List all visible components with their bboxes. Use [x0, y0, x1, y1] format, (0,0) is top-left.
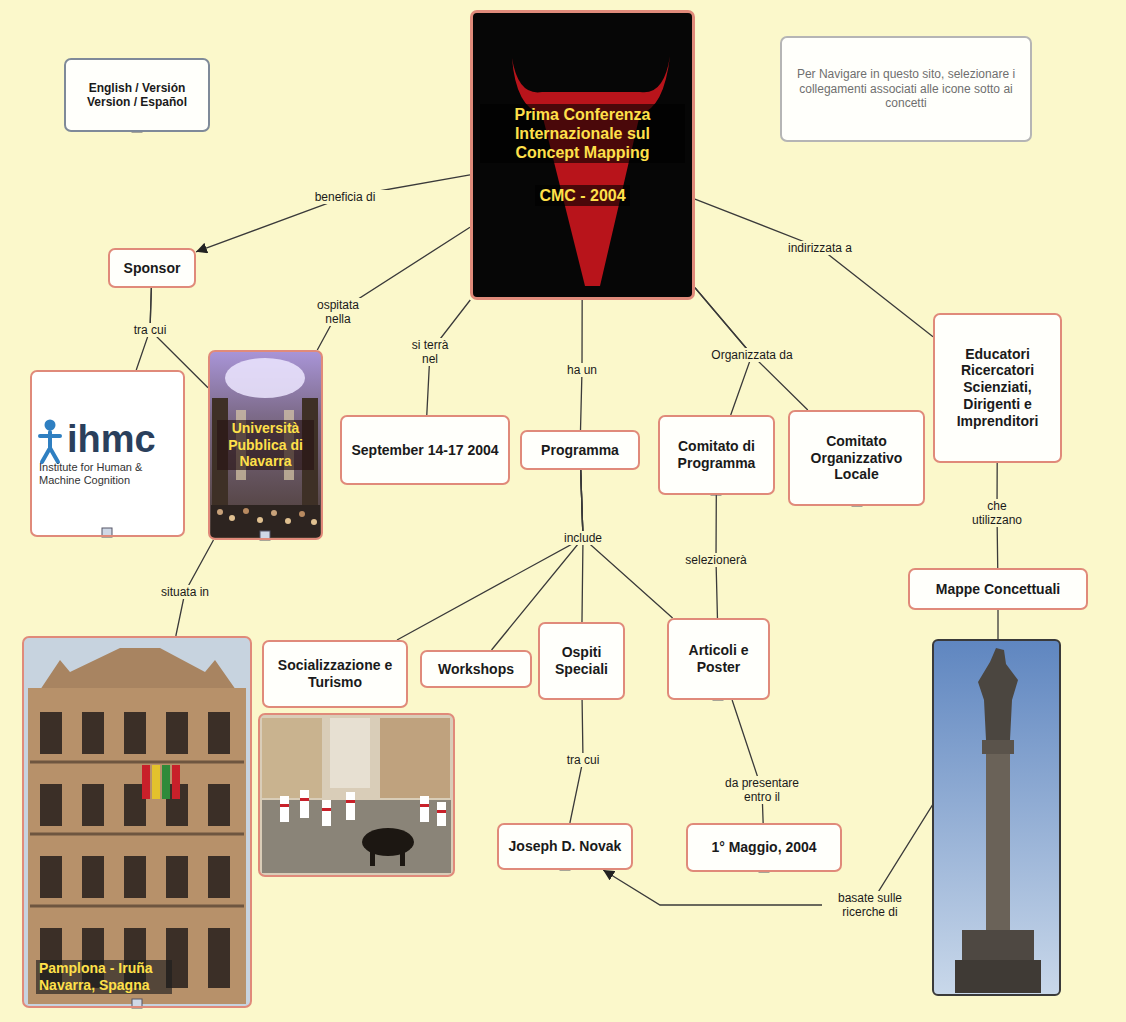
linking-phrase: include [555, 531, 611, 545]
linking-phrase: situata in [150, 585, 220, 599]
concept-box: Socializzazione e Turismo [262, 640, 408, 708]
linking-phrase: indirizzata a [775, 241, 865, 255]
concept-label: Socializzazione e Turismo [271, 657, 399, 691]
concept-box: Programma [520, 430, 640, 470]
concept-label: Prima Conferenza Internazionale sul Conc… [480, 104, 685, 164]
concept-box: Joseph D. Novak [497, 823, 633, 870]
link-line [732, 700, 763, 823]
concept-label: Articoli e Poster [676, 642, 761, 676]
ihmc-logo [31, 371, 184, 536]
link-line [695, 288, 808, 410]
concept-label: Mappe Concettuali [936, 581, 1060, 598]
university-photo [209, 351, 322, 539]
navigation-note: Per Navigare in questo sito, selezionare… [780, 36, 1032, 142]
concept-sublabel: Institute for Human & Machine Cognition [39, 461, 176, 487]
concept-label: Pamplona - Iruña Navarra, Spagna [36, 960, 172, 994]
logo-concept: ihmcInstitute for Human & Machine Cognit… [30, 370, 185, 537]
link-line [695, 199, 933, 337]
bull-run-photo [259, 714, 454, 876]
link-line [397, 470, 583, 640]
concept-label: ihmc [39, 419, 176, 461]
concept-box: Mappe Concettuali [908, 568, 1088, 610]
concept-label: Programma [541, 442, 619, 459]
concept-label: Joseph D. Novak [509, 838, 622, 855]
linking-phrase: ospitata nella [307, 298, 369, 327]
concept-label: English / Versión Version / Español [73, 81, 201, 110]
concept-box: Workshops [420, 650, 532, 688]
concept-label: Comitato Organizzativo Locale [797, 433, 916, 483]
concept-box: Comitato di Programma [658, 415, 775, 495]
resource-icon [102, 123, 862, 1008]
link-line [317, 227, 470, 350]
concept-box: Ospiti Speciali [538, 622, 625, 700]
linking-phrase: che utilizzano [960, 499, 1034, 528]
concept-box: September 14-17 2004 [340, 415, 510, 485]
image-concept: Pamplona - Iruña Navarra, Spagna [22, 636, 252, 1008]
linking-phrase: da presentare entro il [716, 776, 808, 805]
concept-label: Comitato di Programma [667, 438, 766, 472]
town-hall-photo [23, 637, 251, 1007]
language-switch-box: English / Versión Version / Español [64, 58, 210, 132]
linking-phrase: Organizzata da [702, 348, 802, 362]
concept-label: Ospiti Speciali [547, 644, 616, 678]
linking-phrase: si terrà nel [403, 338, 457, 367]
concept-label: Workshops [438, 661, 514, 678]
conference-emblem [471, 11, 694, 299]
central-concept: Prima Conferenza Internazionale sul Conc… [470, 10, 695, 300]
concept-box: Comitato Organizzativo Locale [788, 410, 925, 506]
linking-phrase: selezionerà [676, 553, 756, 567]
concept-label: Per Navigare in questo sito, selezionare… [789, 67, 1023, 110]
link-line [196, 175, 470, 252]
concept-label: Università Pubblica di Navarra [217, 420, 314, 470]
monument-photo [933, 640, 1060, 995]
image-concept: Università Pubblica di Navarra [208, 350, 323, 540]
concept-box: 1° Maggio, 2004 [686, 823, 842, 872]
concept-label: 1° Maggio, 2004 [711, 839, 816, 856]
concept-box: Articoli e Poster [667, 618, 770, 700]
concept-box: Sponsor [108, 248, 196, 288]
linking-phrase: tra cui [558, 753, 608, 767]
concept-label: Educatori Ricercatori Scienziati, Dirige… [942, 346, 1053, 430]
concept-sublabel: CMC - 2004 [535, 185, 629, 206]
concept-box: Educatori Ricercatori Scienziati, Dirige… [933, 313, 1062, 463]
linking-phrase: beneficia di [300, 190, 390, 204]
linking-phrase: ha un [557, 363, 607, 377]
linking-phrase: tra cui [125, 323, 175, 337]
concept-label: September 14-17 2004 [351, 442, 498, 459]
concept-label: Sponsor [124, 260, 181, 277]
linking-phrase: basate sulle ricerche di [822, 891, 918, 920]
